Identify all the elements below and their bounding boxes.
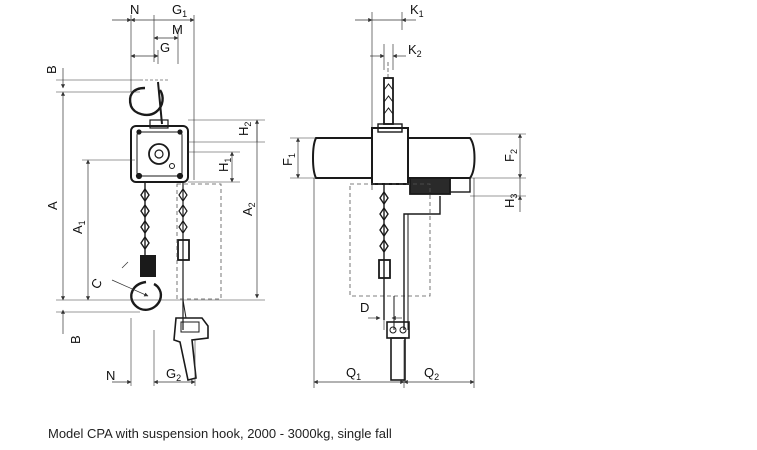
top-hook-icon (128, 79, 170, 125)
label-h3: H3 (502, 194, 519, 208)
hoist-body-front (312, 123, 476, 195)
label-q2: Q2 (424, 365, 439, 382)
label-b-top: B (44, 65, 59, 74)
load-chain-side (140, 182, 156, 277)
label-k2: K2 (408, 42, 422, 59)
label-a2: A2 (240, 202, 257, 216)
label-g: G (160, 40, 170, 55)
bottom-hook-icon (130, 280, 163, 311)
label-q1: Q1 (346, 365, 361, 382)
side-view (56, 15, 265, 386)
front-view (290, 12, 526, 388)
hoist-diagram: N G1 M G B H2 H1 A A1 A2 C B N G2 (44, 2, 526, 388)
label-g2: G2 (166, 366, 181, 383)
hand-chain-side (177, 182, 190, 330)
label-b-bottom: B (68, 335, 83, 344)
label-f1: F1 (280, 153, 297, 166)
label-m: M (172, 22, 183, 37)
control-pendant-icon (173, 299, 209, 381)
label-n: N (130, 2, 139, 17)
hoist-body-side (130, 119, 189, 183)
label-f2: F2 (502, 149, 519, 162)
label-h1: H1 (216, 158, 233, 172)
label-a1: A1 (70, 220, 87, 234)
label-k1: K1 (410, 2, 424, 19)
label-a: A (45, 201, 60, 210)
control-pendant-front-icon (386, 321, 410, 381)
front-view-labels: K1 K2 F1 F2 H3 D Q1 Q2 (280, 2, 519, 382)
label-n-bottom: N (106, 368, 115, 383)
label-h2: H2 (236, 122, 253, 136)
label-c: C (88, 276, 106, 292)
figure-caption: Model CPA with suspension hook, 2000 - 3… (48, 426, 392, 441)
label-d: D (360, 300, 369, 315)
top-hook-front-icon (383, 62, 394, 125)
label-g1: G1 (172, 2, 187, 19)
load-chain-front (378, 184, 391, 320)
side-view-labels: N G1 M G B H2 H1 A A1 A2 C B N G2 (44, 2, 257, 383)
